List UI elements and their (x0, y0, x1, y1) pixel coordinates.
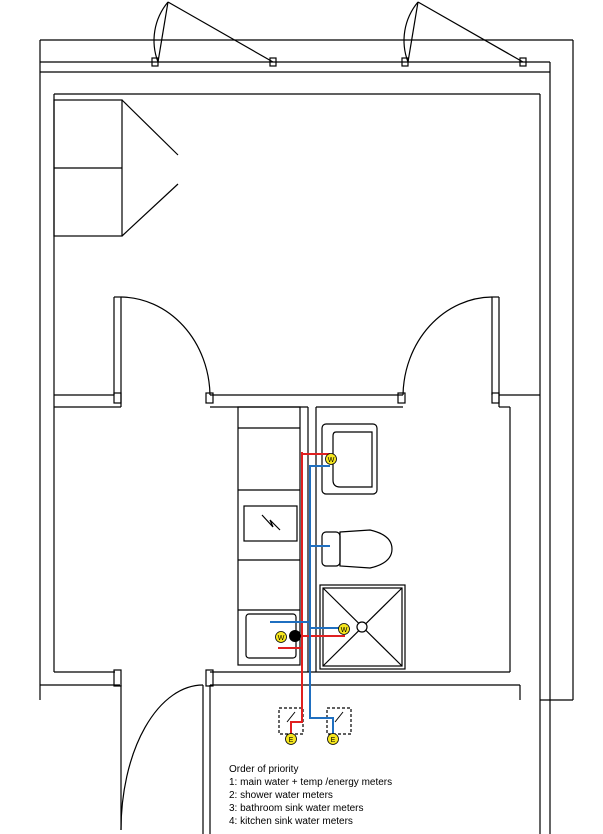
priority-item: 1: main water + temp /energy meters (229, 777, 393, 788)
door-jambs (113, 392, 500, 687)
interior-walls (39, 296, 551, 834)
bathroom-sink (321, 423, 378, 495)
water-meter-shower: W (338, 623, 350, 635)
energy-meter-hot: E (285, 733, 297, 745)
panel-switches (286, 711, 344, 723)
priority-legend-title: Order of priority (229, 764, 299, 775)
meter-panels (278, 707, 352, 735)
top-windows (151, 1, 527, 67)
energy-meter-cold: E (327, 733, 339, 745)
svg-text:E: E (289, 737, 294, 744)
kitchen-counter (237, 406, 301, 666)
outer-walls (39, 39, 574, 701)
water-meter-bathroom-sink: W (325, 453, 337, 465)
wardrobe (53, 99, 179, 237)
priority-legend: Order of priority 1: main water + temp /… (229, 763, 392, 828)
hot-water-pipes (278, 452, 345, 740)
door-swings (120, 296, 493, 831)
svg-text:W: W (328, 457, 335, 464)
toilet (321, 529, 393, 569)
svg-text:W: W (278, 635, 285, 642)
priority-item: 4: kitchen sink water meters (229, 816, 353, 827)
water-meter-kitchen-sink: W (275, 631, 287, 643)
kitchen-tap (289, 630, 301, 642)
priority-item: 3: bathroom sink water meters (229, 803, 364, 814)
svg-text:E: E (331, 737, 336, 744)
svg-text:W: W (341, 627, 348, 634)
priority-item: 2: shower water meters (229, 790, 333, 801)
